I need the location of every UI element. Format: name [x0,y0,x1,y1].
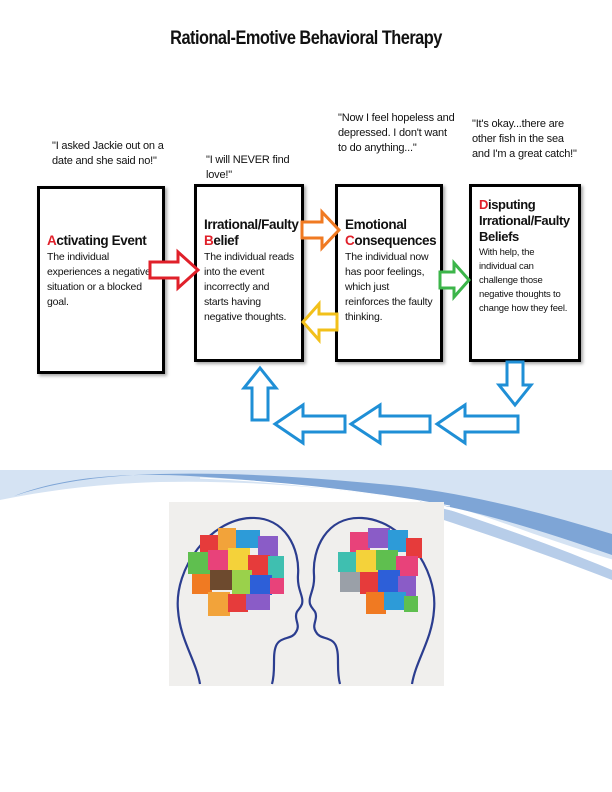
disputing-body: With help, the individual can challenge … [479,247,568,314]
right-head-outline [308,516,436,685]
disputing-heading-text: isputing Irrational/Faulty Beliefs [479,197,570,244]
belief-heading-text: elief [213,233,239,248]
activating-event-body: The individual experiences a negative si… [47,251,151,308]
activating-event-box: Activating Event The individual experien… [37,186,165,374]
blue-down-arrow-icon [495,360,535,408]
heads-puzzle-image [169,502,444,686]
emotional-consequences-box: Emotional Consequences The individual no… [335,184,443,362]
activating-letter: A [47,233,57,248]
disputing-heading: Disputing Irrational/Faulty Beliefs [479,197,572,245]
orange-arrow-icon [300,208,342,252]
green-arrow-icon [438,259,472,301]
blue-left-arrow-icon [348,402,432,446]
belief-heading: Belief [204,233,295,249]
quote-activating-event: "I asked Jackie out on a date and she sa… [52,140,164,167]
left-brain-blocks [188,528,284,616]
quote-disputing: "It's okay...there are other fish in the… [472,118,577,160]
right-brain-blocks [338,528,422,614]
red-arrow-icon [148,248,201,292]
disputing-box: Disputing Irrational/Faulty Beliefs With… [469,184,581,362]
blue-up-arrow-icon [240,365,280,422]
emotional-heading: Consequences [345,233,437,249]
quote-emotional-consequences: "Now I feel hopeless and depressed. I do… [338,112,455,154]
yellow-arrow-icon [300,300,339,344]
blue-left-arrow-icon [434,402,520,446]
belief-letter: B [204,233,214,248]
belief-box: Irrational/Faulty Belief The individual … [194,184,304,362]
disputing-letter: D [479,197,488,212]
activating-heading-text: ctivating Event [56,233,147,248]
emotional-heading-line1: Emotional [345,217,407,232]
emotional-heading-text: onsequences [354,233,437,248]
blue-left-arrow-icon [272,402,347,446]
page-title: Rational-Emotive Behavioral Therapy [170,28,442,49]
left-head-outline [176,516,304,685]
quote-belief: "I will NEVER find love!" [206,154,290,181]
decorative-wave [0,470,612,580]
activating-event-heading: Activating Event [47,233,156,249]
belief-heading-line1: Irrational/Faulty [204,217,299,232]
emotional-body: The individual now has poor feelings, wh… [345,251,433,323]
emotional-letter: C [345,233,355,248]
belief-body: The individual reads into the event inco… [204,251,294,323]
